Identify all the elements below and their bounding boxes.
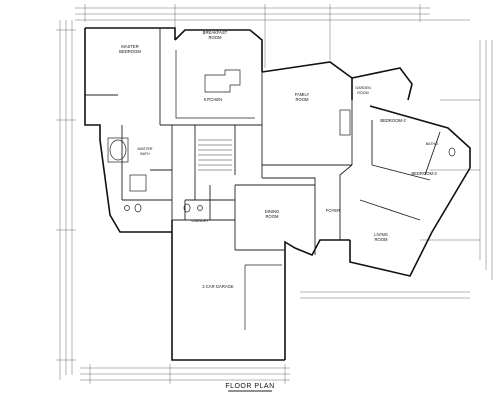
label-garden-1: GARDEN <box>355 86 371 90</box>
label-kitchen: KITCHEN <box>204 97 222 102</box>
exterior-walls <box>84 27 471 361</box>
label-living-2: ROOM <box>374 237 388 242</box>
label-master-bath-2: BATH <box>140 152 150 156</box>
label-breakfast-2: ROOM <box>208 35 222 40</box>
label-family-1: FAMILY <box>295 92 310 97</box>
label-master-bedroom-2: BEDROOM <box>119 49 141 54</box>
label-laundry: LAUNDRY <box>191 219 209 223</box>
interior-walls <box>121 28 441 255</box>
fixtures <box>107 50 456 330</box>
room-labels: MASTER BEDROOM BREAKFAST ROOM KITCHEN FA… <box>119 30 438 289</box>
stair-treads <box>198 139 232 171</box>
label-bath-2: BATH-2 <box>426 142 439 146</box>
label-dining-1: DINING <box>265 209 280 214</box>
label-garage: 3 CAR GARAGE <box>202 284 234 289</box>
label-family-2: ROOM <box>295 97 309 102</box>
dimension-lines <box>56 4 493 384</box>
plan-title: FLOOR PLAN <box>225 383 274 390</box>
label-breakfast-1: BREAKFAST <box>203 30 228 35</box>
label-living-1: LIVING <box>374 232 388 237</box>
label-bedroom-3: BEDROOM-3 <box>411 171 437 176</box>
label-master-bath-1: MASTER <box>138 147 153 151</box>
label-bedroom-2: BEDROOM-2 <box>380 118 406 123</box>
label-foyer: FOYER <box>326 208 340 213</box>
label-master-bedroom-1: MASTER <box>121 44 138 49</box>
label-dining-2: ROOM <box>265 214 279 219</box>
label-garden-2: ROOM <box>357 91 368 95</box>
